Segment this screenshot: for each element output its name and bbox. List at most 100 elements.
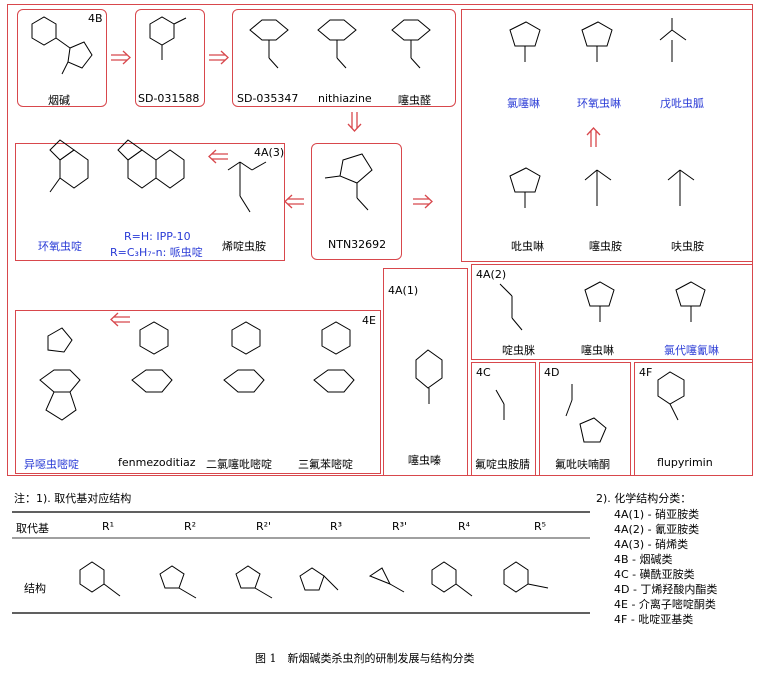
label-ipp10-line2: R=C₃H₇-n: 哌虫啶 [110, 246, 203, 259]
tag-4B: 4B [88, 12, 103, 25]
label-ntn32692: NTN32692 [328, 238, 387, 251]
r4-structure [431, 561, 473, 597]
arrow-left-icon [284, 194, 304, 209]
arrow-right-icon [413, 194, 433, 209]
alkenyl-structure [227, 161, 267, 213]
nicotine-structure [31, 16, 93, 75]
tag-4A3: 4A(3) [254, 146, 285, 159]
frame-4D [539, 362, 631, 476]
r5-structure [503, 561, 549, 593]
sd031588-structure [149, 16, 187, 60]
label-flupyradifurone: 氟吡呋喃酮 [555, 458, 610, 471]
label-nithiazine: nithiazine [318, 92, 372, 105]
frame-4E [15, 310, 381, 474]
box-ntn32692 [311, 143, 402, 260]
label-sd031588: SD-031588 [138, 92, 200, 105]
label-triflumezopyrim: 三氟苯嘧啶 [298, 458, 353, 471]
label-flupyrimin: flupyrimin [657, 456, 713, 469]
label-hexyl-guan: 戊吡虫胍 [660, 97, 704, 110]
arrow-right-icon [111, 50, 131, 65]
sulfoxaflor-structure [495, 389, 505, 420]
acetamiprid-structure [499, 283, 523, 331]
tag-4A1: 4A(1) [388, 284, 419, 297]
chlorothiacloprid-structure [675, 281, 706, 322]
fenmezoditiaz-structure [131, 321, 173, 393]
substituent-table-rules [12, 511, 590, 614]
r-label: R²' [256, 520, 272, 533]
tag-4F: 4F [639, 366, 653, 379]
class-item: 4D - 丁烯羟酸内酯类 [614, 583, 718, 596]
imidacloprid-structure [509, 167, 541, 208]
label-dicloromezotiaz: 二氯噻吡嘧啶 [206, 458, 272, 471]
note-title: 注：1). 取代基对应结构 [14, 492, 132, 505]
dinotefuran-structure [667, 169, 695, 206]
sd035347-structure [249, 19, 289, 69]
tag-4C: 4C [476, 366, 491, 379]
r1-structure [79, 561, 121, 597]
class-item: 4A(1) - 硝亚胺类 [614, 508, 700, 521]
thiamethoxam-structure [415, 349, 443, 404]
triflumezopyrim-structure [313, 321, 355, 393]
r2p-structure [235, 565, 273, 599]
label-cycloxaprid: 环氧虫啶 [38, 240, 82, 253]
class-item: 4E - 介离子嘧啶酮类 [614, 598, 716, 611]
label-acetamiprid: 啶虫脒 [502, 344, 535, 357]
arrow-left-icon [110, 312, 130, 327]
frame-4F [634, 362, 753, 476]
arrow-down-icon [347, 112, 362, 132]
structures-layer [31, 16, 706, 443]
r-label: R³' [392, 520, 408, 533]
isoxazole-pyrimidine-structure [39, 327, 81, 421]
cycloxaprid-structure [49, 139, 89, 193]
label-chlorothiacloprid: 氯代噻氰啉 [664, 344, 719, 357]
box-nicotine [17, 9, 107, 107]
hexyl-guan-structure [659, 18, 687, 62]
ipp10-structure [117, 139, 185, 189]
label-sd035347: SD-035347 [237, 92, 299, 105]
box-thiazine-group [232, 9, 456, 107]
label-fenmezoditiaz: fenmezoditiaz [118, 456, 196, 469]
substituent-structures [79, 561, 549, 599]
class-title: 2). 化学结构分类： [596, 492, 692, 505]
r-label: R³ [330, 520, 343, 533]
arrows-layer [110, 50, 601, 327]
class-item: 4A(2) - 氰亚胺类 [614, 523, 700, 536]
label-imidacloprid: 吡虫啉 [511, 240, 544, 253]
flupyradifurone-structure [565, 384, 607, 443]
cyclo-imid-structure [581, 21, 613, 62]
class-item: 4C - 磺酰亚胺类 [614, 568, 695, 581]
figure-caption: 图 1 新烟碱类杀虫剂的研制发展与结构分类 [255, 652, 475, 665]
r-label: R⁵ [534, 520, 547, 533]
thiacloprid-structure [584, 281, 615, 322]
class-item: 4A(3) - 硝烯类 [614, 538, 689, 551]
label-sulfoxaflor: 氟啶虫胺腈 [475, 458, 530, 471]
flupyrimin-structure [657, 371, 685, 421]
nithiazine-structure [317, 19, 357, 69]
table-header-substituent: 取代基 [16, 522, 49, 535]
label-cyclo-imid: 环氧虫啉 [577, 97, 621, 110]
frame-4C [471, 362, 536, 476]
ntn32692-structure [324, 153, 373, 211]
label-isoxazole-pyrimidine: 异噁虫嘧啶 [24, 458, 79, 471]
clothianidin-structure [584, 169, 612, 206]
table-header-structure: 结构 [24, 582, 46, 595]
tag-4E: 4E [362, 314, 376, 327]
tag-4D: 4D [544, 366, 560, 379]
arrow-right-icon [209, 50, 229, 65]
r3p-structure [368, 567, 405, 593]
chloro-imid-structure [509, 21, 541, 62]
label-thiamethoxam: 噻虫嗪 [408, 454, 441, 467]
frame-right-top [461, 9, 753, 262]
arrow-up-icon [586, 127, 601, 147]
label-thiazolealdehyde: 噻虫醛 [398, 94, 431, 107]
r-label: R¹ [102, 520, 115, 533]
label-dinotefuran: 呋虫胺 [671, 240, 704, 253]
class-item: 4B - 烟碱类 [614, 553, 673, 566]
frame-4A2 [471, 264, 753, 360]
label-clothianidin: 噻虫胺 [589, 240, 622, 253]
r3-structure [299, 567, 339, 591]
tag-4A2: 4A(2) [476, 268, 507, 281]
label-ipp10-line1: R=H: IPP-10 [124, 230, 191, 243]
dicloromezotiaz-structure [223, 321, 265, 393]
class-item: 4F - 吡啶亚基类 [614, 613, 694, 626]
